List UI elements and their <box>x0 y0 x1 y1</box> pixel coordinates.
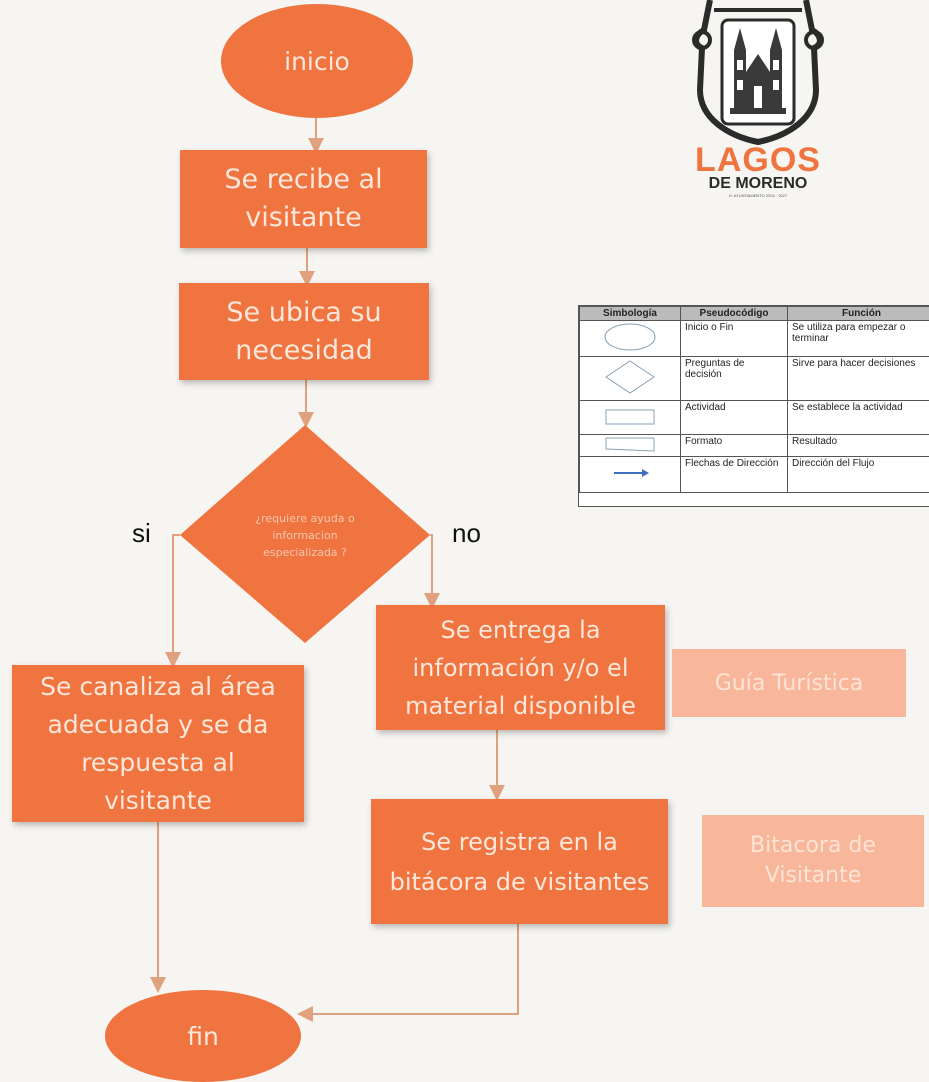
legend-function: Sirve para hacer decisiones <box>787 356 929 401</box>
decision-label: ¿requiere ayuda o informacion especializ… <box>255 511 355 559</box>
register-step: Se registra en la bitácora de visitantes <box>371 799 668 924</box>
crest-icon <box>692 0 824 145</box>
guide-output-badge: Guía Turística <box>672 649 906 717</box>
legend-function: Se utiliza para empezar o terminar <box>787 320 929 357</box>
decision-diamond: ¿requiere ayuda o informacion especializ… <box>180 425 430 643</box>
legend-function: Resultado <box>787 434 929 457</box>
register-label: Se registra en la bitácora de visitantes <box>389 827 650 896</box>
legend-pseudo: Actividad <box>680 400 788 435</box>
legend-table: Simbología Pseudocódigo Función Inicio o… <box>579 306 929 493</box>
no-branch-label: no <box>452 518 481 548</box>
legend-row: Preguntas de decisión Sirve para hacer d… <box>579 356 929 401</box>
deliver-step: Se entrega la información y/o el materia… <box>376 605 665 730</box>
legend-pseudo: Formato <box>680 434 788 457</box>
legend-row: Flechas de Dirección Dirección del Flujo <box>579 456 929 493</box>
legend-header-pseudo: Pseudocódigo <box>680 306 788 321</box>
start-label: inicio <box>284 46 350 76</box>
deliver-label: Se entrega la información y/o el materia… <box>405 615 636 720</box>
legend-row: Inicio o Fin Se utiliza para empezar o t… <box>579 320 929 357</box>
yes-branch-label: si <box>132 518 151 548</box>
arrow-register-to-end <box>297 924 519 1022</box>
symbology-legend: Simbología Pseudocódigo Función Inicio o… <box>578 305 929 507</box>
legend-header-symbol: Simbología <box>579 306 681 321</box>
rectangle-icon <box>579 400 681 435</box>
arrow-decision-yes <box>165 534 181 668</box>
logo-name: LAGOS <box>695 141 821 179</box>
guide-label: Guía Turística <box>714 670 864 696</box>
document-icon <box>579 434 681 457</box>
legend-header-function: Función <box>787 306 929 321</box>
log-output-badge: Bitacora de Visitante <box>702 815 924 907</box>
locate-label: Se ubica su necesidad <box>226 296 382 366</box>
channel-step: Se canaliza al área adecuada y se da res… <box>12 665 304 822</box>
arrow-decision-no <box>424 534 440 609</box>
legend-header-row: Simbología Pseudocódigo Función <box>579 306 929 321</box>
lagos-de-moreno-logo: LAGOS DE MORENO H. AYUNTAMIENTO 2024 · 2… <box>688 0 828 200</box>
legend-row: Formato Resultado <box>579 434 929 457</box>
start-terminal: inicio <box>221 4 413 118</box>
logo-caption: H. AYUNTAMIENTO 2024 · 2027 <box>728 193 788 198</box>
arrow-icon <box>579 456 681 493</box>
diamond-icon <box>579 356 681 401</box>
channel-label: Se canaliza al área adecuada y se da res… <box>40 671 276 815</box>
legend-pseudo: Preguntas de decisión <box>680 356 788 401</box>
log-label: Bitacora de Visitante <box>750 833 876 888</box>
receive-label: Se recibe al visitante <box>224 164 383 233</box>
oval-icon <box>579 320 681 357</box>
legend-function: Dirección del Flujo <box>787 456 929 493</box>
locate-need-step: Se ubica su necesidad <box>179 283 429 380</box>
receive-visitor-step: Se recibe al visitante <box>180 150 427 248</box>
end-label: fin <box>187 1021 219 1051</box>
legend-function: Se establece la actividad <box>787 400 929 435</box>
logo-subname: DE MORENO <box>708 175 808 192</box>
diamond-shape <box>180 425 430 643</box>
end-terminal: fin <box>105 990 301 1082</box>
legend-row: Actividad Se establece la actividad <box>579 400 929 435</box>
legend-pseudo: Inicio o Fin <box>680 320 788 357</box>
legend-pseudo: Flechas de Dirección <box>680 456 788 493</box>
